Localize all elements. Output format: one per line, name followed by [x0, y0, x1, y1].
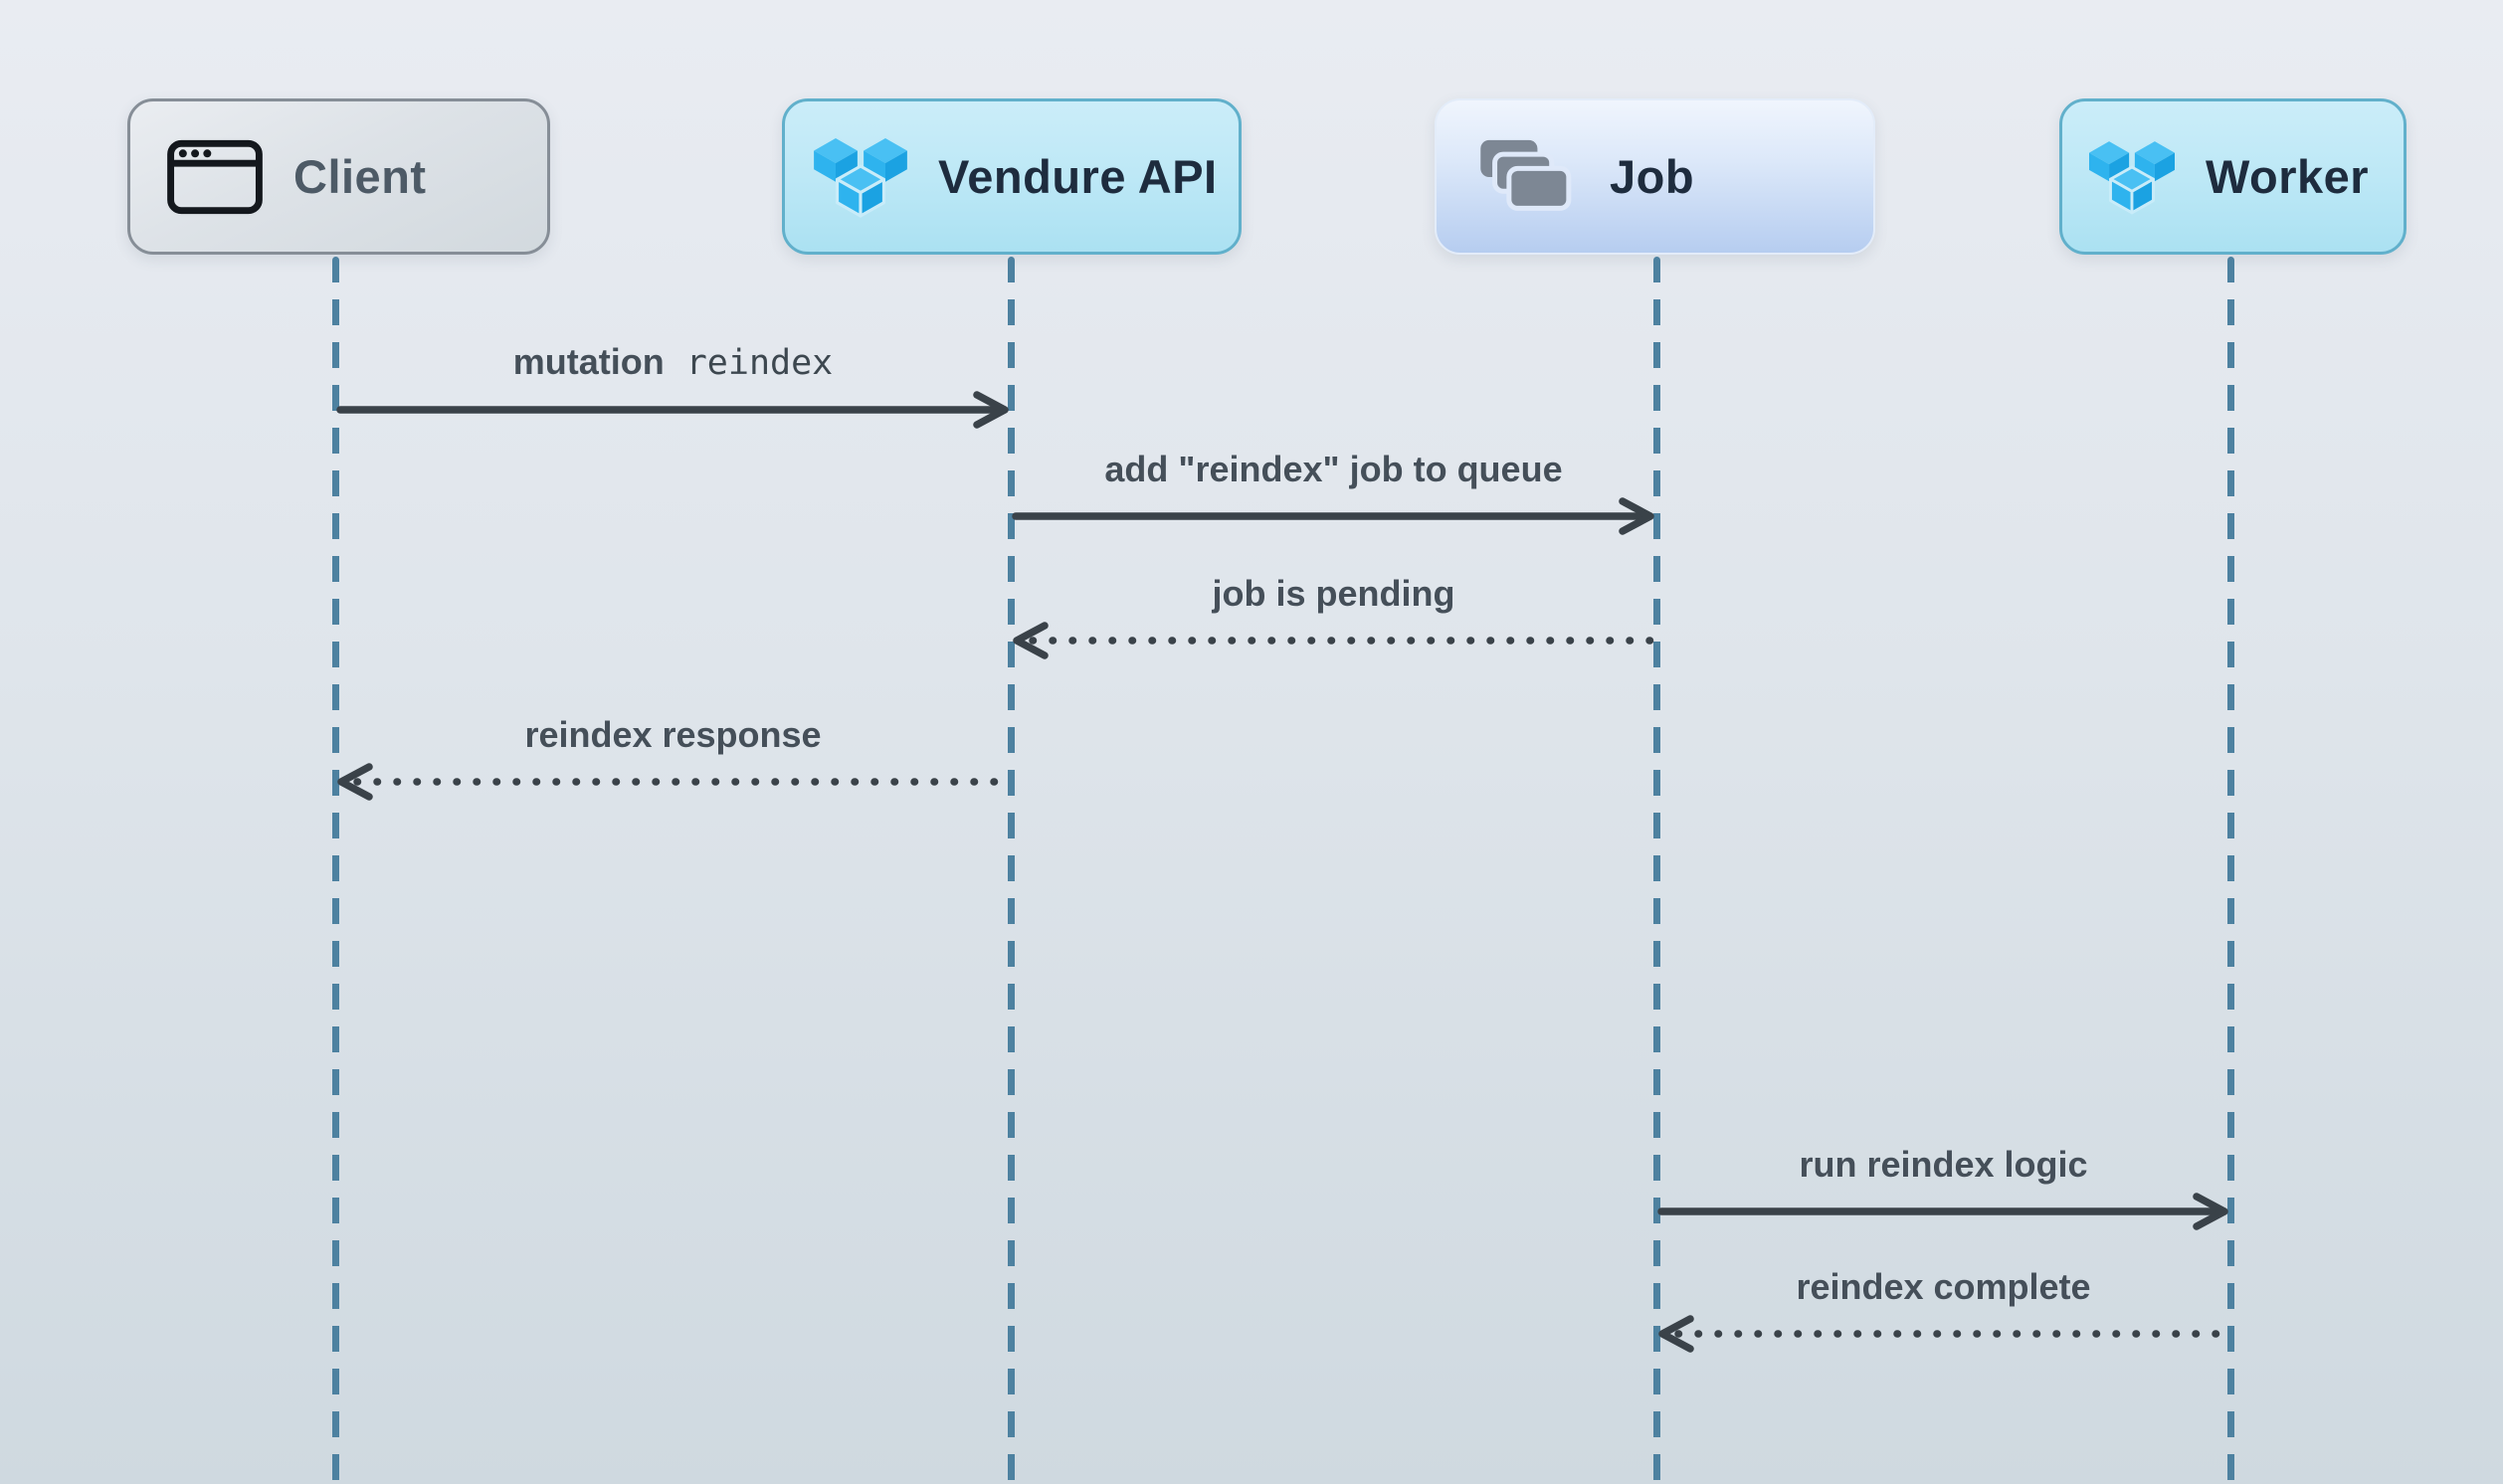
message-label: reindex complete: [1796, 1266, 2091, 1307]
message-job-is-pending: job is pending: [1011, 570, 1656, 659]
dotted-arrow-left-icon: [1658, 1315, 2229, 1353]
message-add-job-to-queue: add "reindex" job to queue: [1011, 446, 1656, 535]
lifeline-worker: [2227, 257, 2234, 1484]
actor-worker: Worker: [2059, 98, 2407, 255]
actor-job: Job: [1435, 98, 1875, 255]
solid-arrow-right-icon: [1657, 1193, 2228, 1230]
actor-vendure-api-label: Vendure API: [938, 150, 1218, 203]
solid-arrow-right-icon: [336, 391, 1009, 429]
message-reindex-complete: reindex complete: [1656, 1263, 2230, 1353]
actor-client-label: Client: [293, 150, 427, 203]
browser-window-icon: [166, 138, 264, 216]
message-label: add "reindex" job to queue: [1104, 449, 1563, 489]
dotted-arrow-left-icon: [337, 763, 1010, 801]
message-reindex-response: reindex response: [335, 711, 1011, 801]
actor-client: Client: [127, 98, 550, 255]
message-label: job is pending: [1212, 573, 1455, 614]
stacked-cards-icon: [1476, 137, 1576, 217]
message-label: reindex response: [524, 714, 822, 755]
lifeline-client: [332, 257, 339, 1484]
actor-vendure-api: Vendure API: [782, 98, 1242, 255]
code-span: reindex: [685, 343, 834, 383]
lifeline-job: [1653, 257, 1660, 1484]
actor-job-label: Job: [1610, 150, 1695, 203]
dotted-arrow-left-icon: [1013, 622, 1655, 659]
vendure-logo-icon: [2086, 134, 2178, 220]
message-run-reindex-logic: run reindex logic: [1656, 1141, 2230, 1230]
actor-worker-label: Worker: [2206, 150, 2370, 203]
vendure-logo-icon: [811, 130, 910, 224]
lifeline-vendure-api: [1008, 257, 1015, 1484]
message-label: run reindex logic: [1799, 1144, 2088, 1185]
solid-arrow-right-icon: [1012, 497, 1654, 535]
